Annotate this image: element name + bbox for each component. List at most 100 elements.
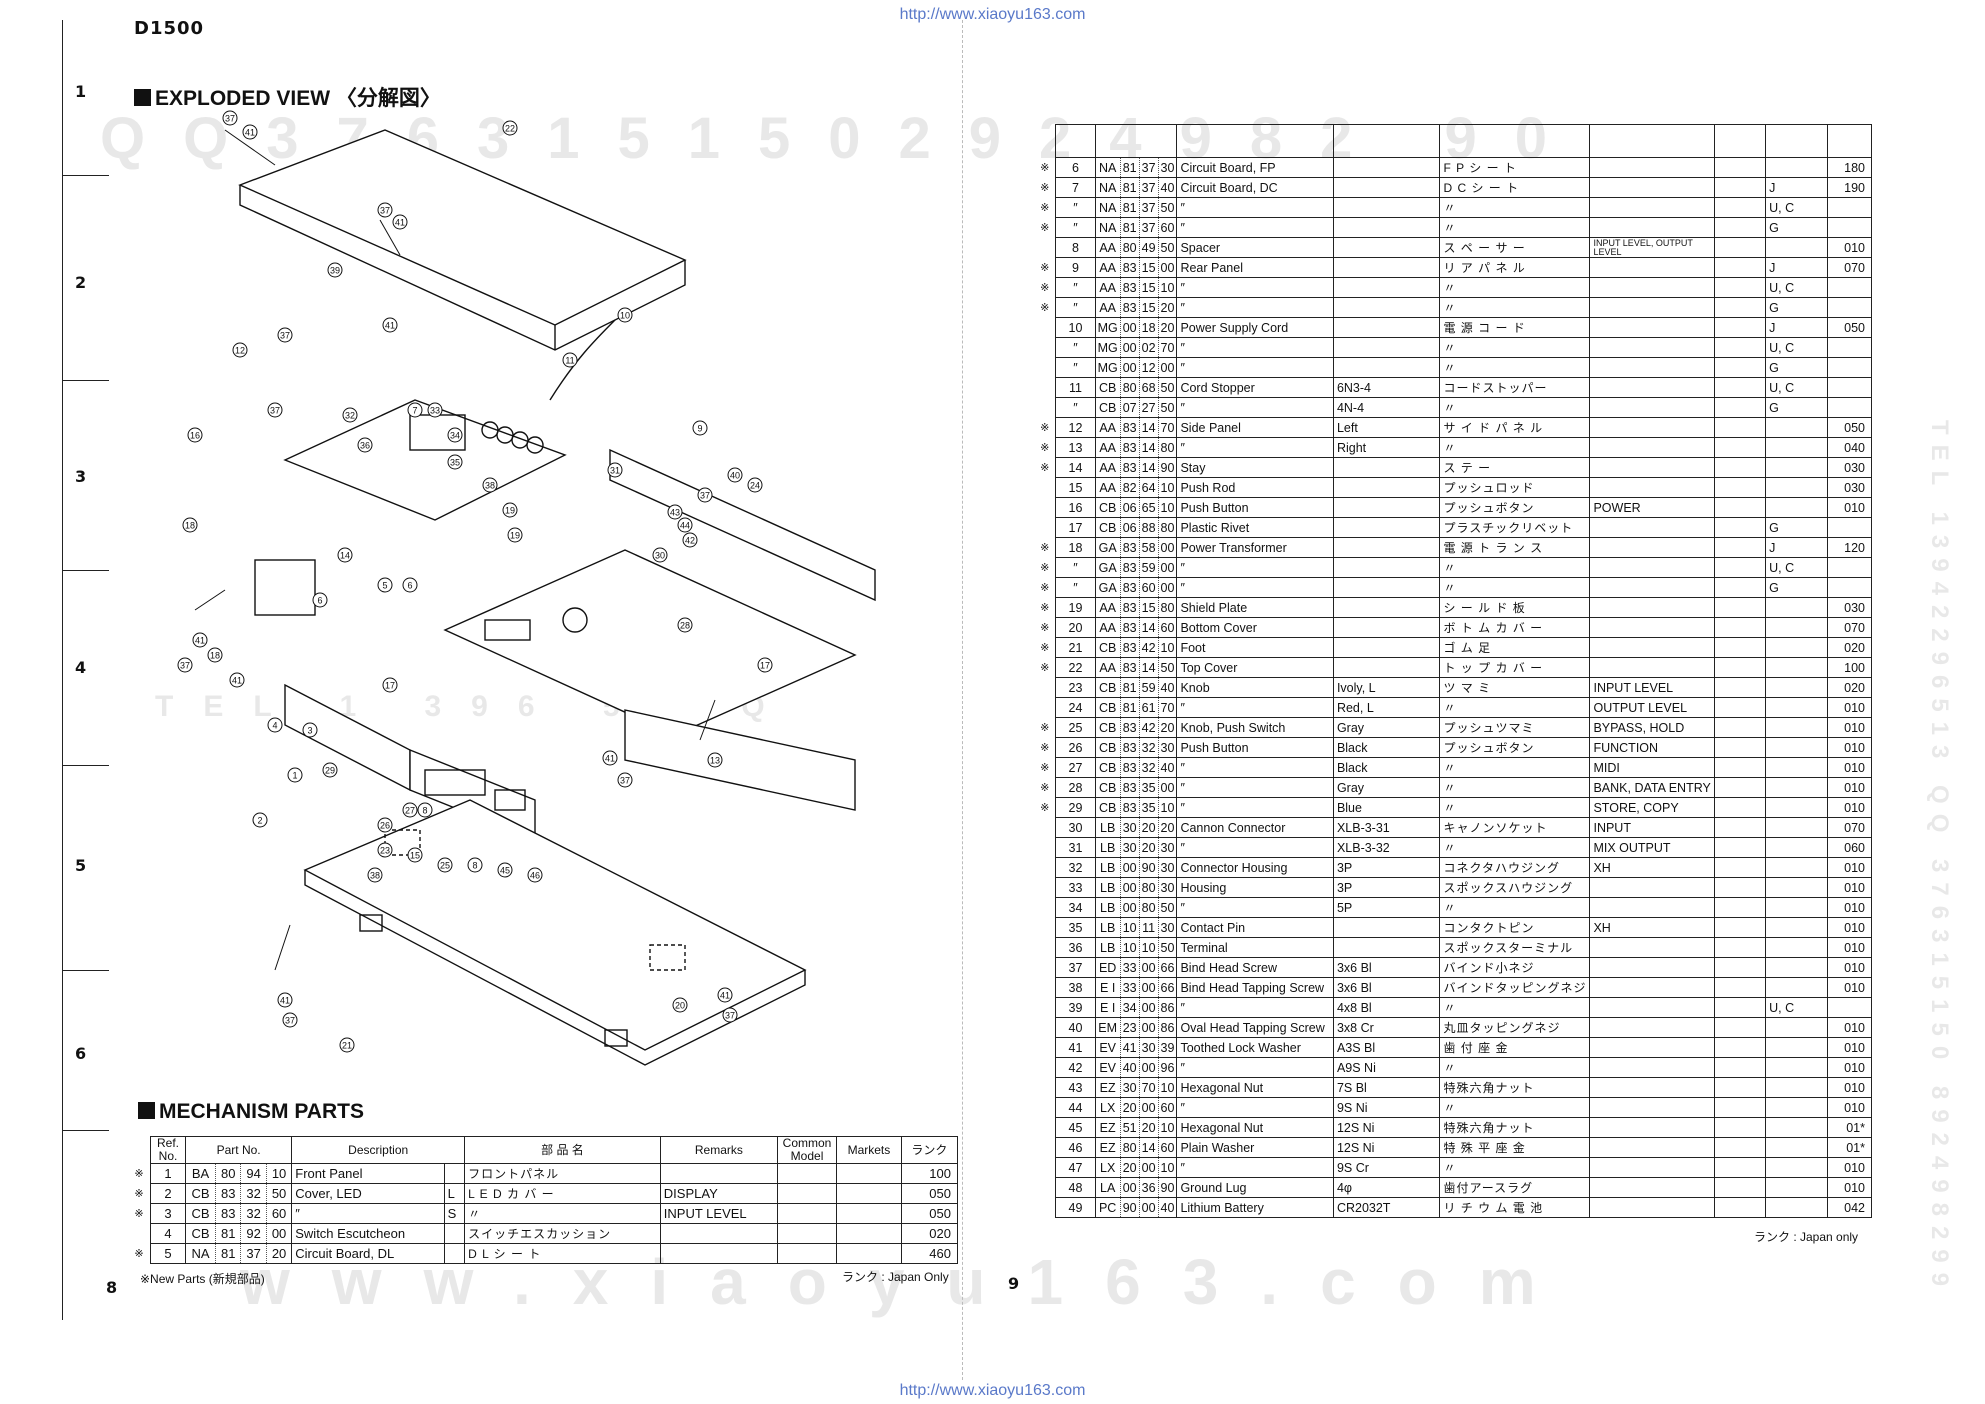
part-no-segment: LX — [1094, 1157, 1121, 1178]
common-model-cell — [1714, 537, 1767, 558]
callout-number: 1 — [292, 771, 297, 781]
part-no-segment: 40 — [1157, 757, 1178, 778]
part-no-segment: 90 — [1119, 1197, 1140, 1218]
description-cell: Cover, LED — [291, 1183, 445, 1204]
mechanism-parts-title: MECHANISM PARTS — [138, 1100, 364, 1124]
description-cell: ″ — [1176, 797, 1334, 818]
new-part-mark: ※ — [1040, 182, 1050, 194]
part-no-segment: AA — [1094, 237, 1121, 258]
part-no-segment: 83 — [1119, 657, 1140, 678]
part-no-segment: 14 — [1138, 417, 1159, 438]
top-cover — [238, 129, 687, 326]
ref-no-cell: ″ — [1055, 397, 1096, 418]
markets-cell — [1765, 1057, 1829, 1078]
remarks-cell — [1589, 377, 1716, 398]
site-url-bottom[interactable]: http://www.xiaoyu163.com — [899, 1382, 1086, 1399]
ref-no-cell: 47 — [1055, 1157, 1096, 1178]
part-no-segment: 50 — [265, 1183, 293, 1204]
page-spine — [962, 20, 963, 1380]
spec-cell: Gray — [1332, 777, 1441, 798]
part-no-segment: 50 — [1157, 937, 1178, 958]
part-no-segment: 83 — [1119, 457, 1140, 478]
callout-circle — [377, 842, 393, 858]
new-part-mark: ※ — [1040, 202, 1050, 214]
callout-number: 43 — [670, 508, 680, 518]
remarks-cell — [1589, 177, 1716, 198]
rank-cell: 020 — [1827, 677, 1872, 698]
callout-circle — [617, 307, 633, 323]
part-no-segment: 15 — [1138, 277, 1159, 298]
ref-no-cell: 30 — [1055, 817, 1096, 838]
part-no-segment: AA — [1094, 297, 1121, 318]
callout-circle — [377, 202, 393, 218]
part-no-segment: 10 — [1157, 797, 1178, 818]
jp-name-cell: 特殊六角ナット — [1439, 1077, 1591, 1098]
common-model-cell — [1714, 1037, 1767, 1058]
new-part-mark — [128, 1224, 151, 1244]
remarks-cell — [1589, 277, 1716, 298]
part-no-segment: 37 — [1138, 217, 1159, 238]
remarks-cell: XH — [1589, 857, 1716, 878]
ref-no-cell: 33 — [1055, 877, 1096, 898]
part-no-segment: MG — [1094, 357, 1121, 378]
common-model-cell — [1714, 357, 1767, 378]
jp-name-cell: 〃 — [1439, 897, 1591, 918]
ref-no-cell: 18 — [1055, 537, 1096, 558]
part-no-segment: EZ — [1094, 1117, 1121, 1138]
site-url-top[interactable]: http://www.xiaoyu163.com — [899, 6, 1086, 23]
common-model-cell — [1714, 857, 1767, 878]
jp-name-cell: 〃 — [1439, 1157, 1591, 1178]
ref-no-cell: 2 — [150, 1183, 186, 1204]
part-no-segment: 60 — [1157, 1137, 1178, 1158]
markets-cell: U, C — [1765, 197, 1829, 218]
part-no-segment: 83 — [1119, 777, 1140, 798]
common-model-cell — [1714, 677, 1767, 698]
power-supply-board — [283, 399, 567, 521]
part-no-segment: 00 — [1157, 537, 1178, 558]
ref-no-cell: 27 — [1055, 757, 1096, 778]
callout-number: 41 — [245, 128, 255, 138]
rank-cell: 010 — [1827, 777, 1872, 798]
jp-name-cell: 〃 — [1439, 277, 1591, 298]
description-cell: ″ — [1176, 1157, 1334, 1178]
ref-no-cell: 12 — [1055, 417, 1096, 438]
common-model-cell — [1714, 937, 1767, 958]
part-no-segment: 00 — [1119, 337, 1140, 358]
callout-number: 41 — [720, 991, 730, 1001]
rank-cell: 120 — [1827, 537, 1872, 558]
description-cell: Housing — [1176, 877, 1334, 898]
rank-cell — [1827, 997, 1872, 1018]
callout-circle — [707, 752, 723, 768]
ref-no-cell: 4 — [150, 1223, 186, 1244]
common-model-cell — [1714, 1117, 1767, 1138]
rank-cell: 010 — [1827, 877, 1872, 898]
part-no-segment: 00 — [1138, 1197, 1159, 1218]
jp-name-cell: 電 源 ト ラ ン ス — [1439, 537, 1591, 558]
markets-cell — [1765, 917, 1829, 938]
page-number-right: 9 — [1008, 1274, 1020, 1293]
callout-number: 41 — [605, 754, 615, 764]
callout-number: 23 — [380, 846, 390, 856]
part-no-segment: 60 — [1157, 217, 1178, 238]
part-no-segment: 41 — [1119, 1037, 1140, 1058]
spec-cell: 12S Ni — [1332, 1117, 1441, 1138]
callout-circle — [267, 717, 283, 733]
ref-no-cell: 7 — [1055, 177, 1096, 198]
rank-cell: 190 — [1827, 177, 1872, 198]
part-no-segment: 02 — [1138, 337, 1159, 358]
part-no-segment: 07 — [1119, 397, 1140, 418]
jp-name-cell: スポックスハウジング — [1439, 877, 1591, 898]
part-no-segment: 60 — [1138, 577, 1159, 598]
spec-cell: 9S Ni — [1332, 1097, 1441, 1118]
spec-cell — [443, 1223, 466, 1244]
callout-number: 26 — [380, 821, 390, 831]
part-no-segment: 86 — [1157, 1017, 1178, 1038]
rank-cell — [1827, 397, 1872, 418]
part-no-segment: 96 — [1157, 1057, 1178, 1078]
ref-no-cell: 46 — [1055, 1137, 1096, 1158]
